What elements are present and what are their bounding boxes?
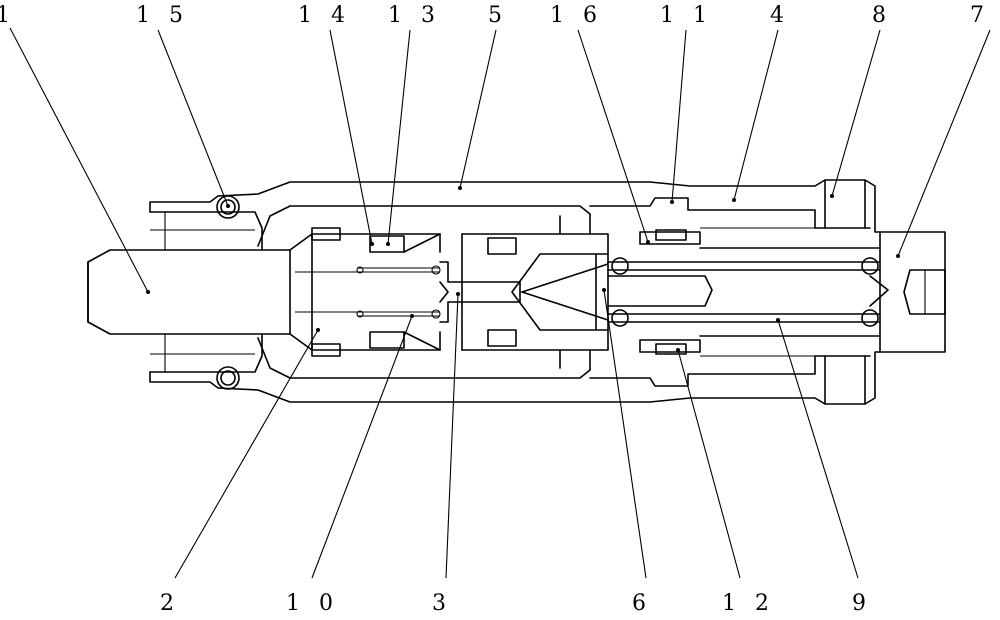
leader-dot-3 (456, 292, 460, 296)
callout-9: 9 (852, 591, 872, 616)
seal-13-14 (369, 233, 441, 351)
leader-dot-15 (226, 204, 230, 208)
poppet-6 (511, 233, 609, 351)
leader-dot-1 (146, 290, 150, 294)
callout-labels: 1 1 5 1 4 1 3 5 1 6 1 1 4 8 7 2 1 0 3 6 … (0, 3, 990, 616)
leader-13 (387, 29, 411, 245)
callout-1: 1 (0, 3, 16, 28)
leader-14 (329, 29, 373, 245)
callout-16: 1 6 (550, 3, 603, 28)
leader-9 (777, 319, 859, 579)
spring-10 (356, 265, 449, 319)
leader-dot-6 (602, 288, 606, 292)
leader-5 (459, 29, 497, 189)
callout-3: 3 (432, 591, 452, 616)
leader-dot-10 (410, 314, 414, 318)
callout-6: 6 (632, 591, 652, 616)
leader-dot-12 (676, 348, 680, 352)
leader-6 (603, 289, 647, 579)
leader-1 (9, 27, 149, 293)
leader-7 (897, 29, 991, 257)
callout-12: 1 2 (722, 591, 775, 616)
leader-lines (9, 27, 991, 579)
leader-dot-8 (830, 194, 834, 198)
callout-2: 2 (160, 591, 180, 616)
leader-dot-2 (316, 328, 320, 332)
leader-3 (445, 293, 459, 579)
leader-16 (577, 29, 649, 243)
leader-4 (733, 29, 779, 201)
sleeve-16 (639, 227, 881, 357)
callout-11: 1 1 (660, 3, 713, 28)
rod-9 (607, 257, 889, 327)
callout-5: 5 (488, 3, 508, 28)
callout-8: 8 (872, 3, 892, 28)
leader-dot-7 (896, 254, 900, 258)
leader-dot-14 (370, 242, 374, 246)
leader-10 (311, 315, 413, 579)
leader-12 (677, 349, 741, 579)
cap-7 (879, 231, 946, 353)
leader-dot-11 (670, 200, 674, 204)
o-ring-15 (216, 195, 240, 390)
leader-dot-4 (732, 198, 736, 202)
leader-dot-16 (646, 240, 650, 244)
cage-2 (289, 227, 441, 357)
piston-3 (439, 233, 561, 351)
callout-15: 1 5 (136, 3, 189, 28)
leader-2 (174, 329, 319, 579)
callout-10: 1 0 (286, 591, 339, 616)
leader-8 (831, 29, 881, 197)
nut-8 (824, 179, 866, 405)
leader-11 (671, 29, 687, 203)
callout-7: 7 (970, 3, 990, 28)
callout-13: 1 3 (388, 3, 441, 28)
callout-14: 1 4 (298, 3, 351, 28)
leader-dot-9 (776, 318, 780, 322)
leader-15 (157, 29, 229, 207)
leader-dot-13 (386, 242, 390, 246)
leader-dot-5 (458, 186, 462, 190)
callout-4: 4 (770, 3, 790, 28)
